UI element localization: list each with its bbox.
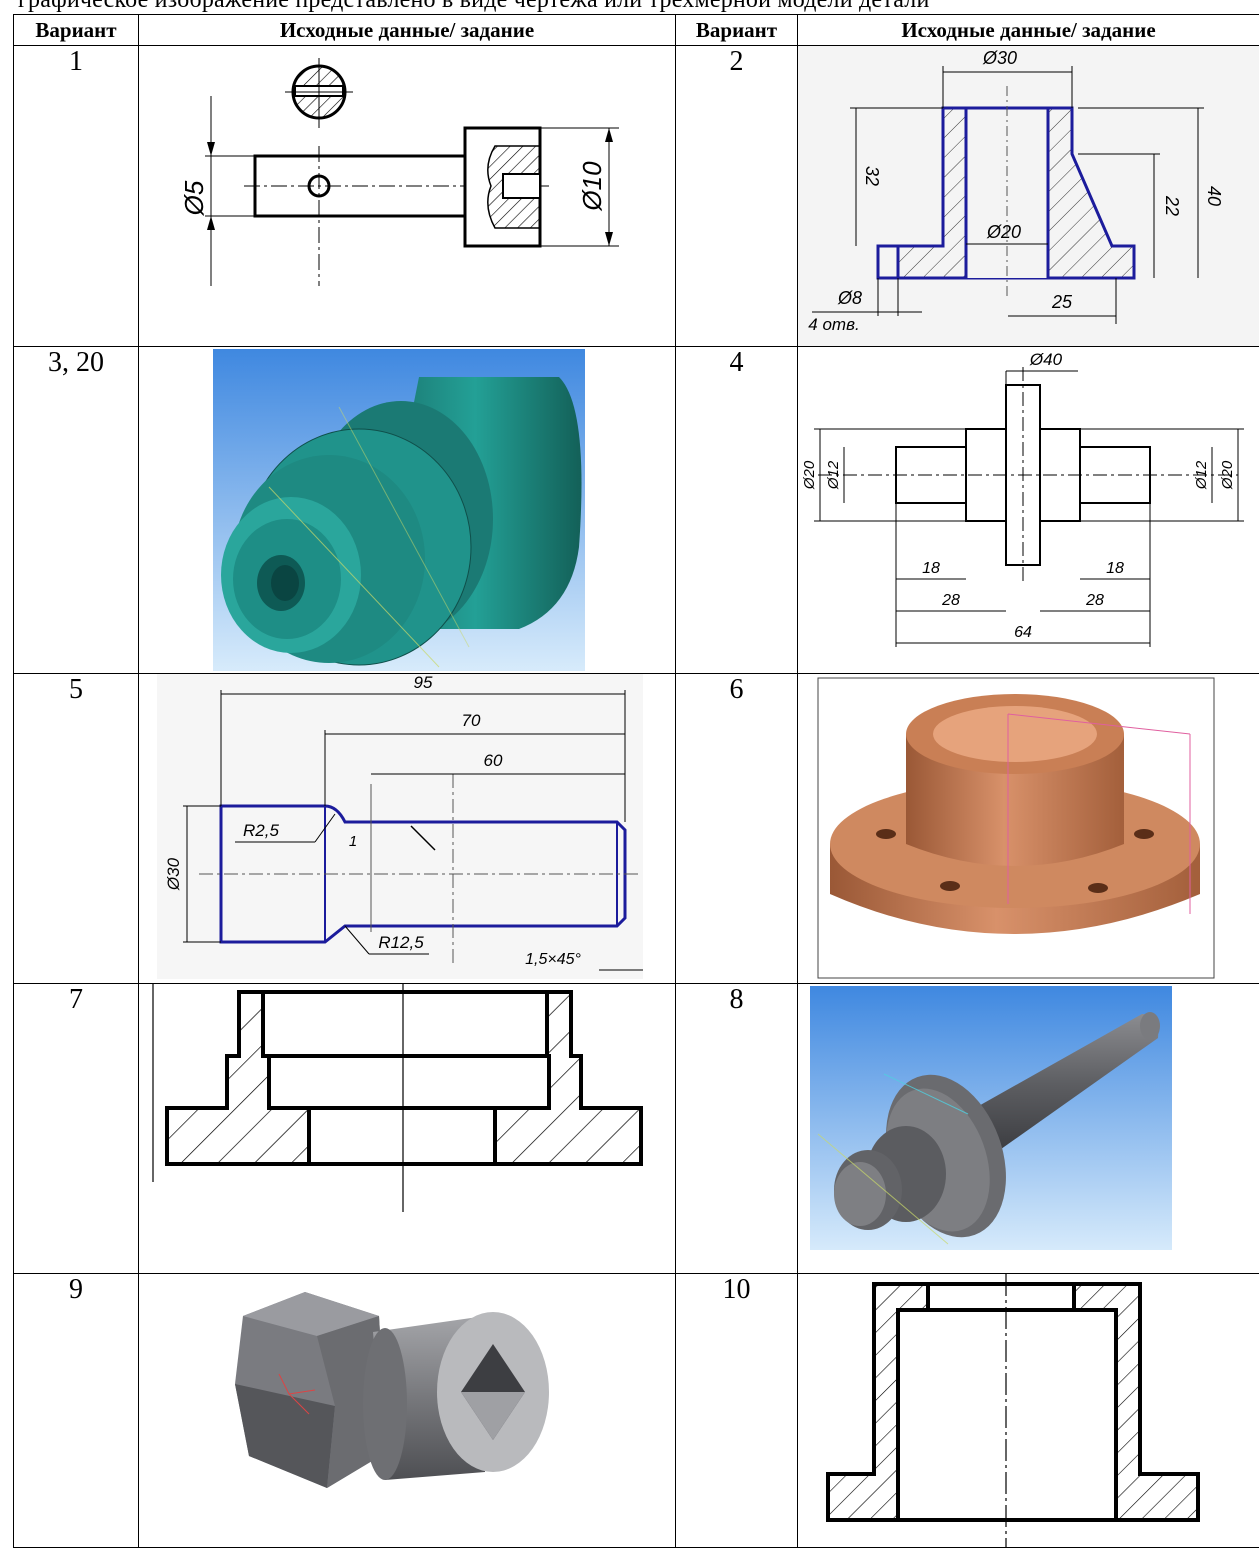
variant-number: 5: [14, 674, 139, 984]
dim-hole: Ø8: [837, 288, 862, 308]
variant-number: 6: [676, 674, 798, 984]
drawing-variant-10: [798, 1274, 1259, 1548]
table-row: 7 8: [14, 984, 1259, 1274]
copper-flange-model: [798, 674, 1259, 983]
shaft-drawing: Ø5 Ø10: [139, 46, 676, 346]
drawing-variant-2: Ø30 Ø20 32 22 40 2: [798, 46, 1259, 347]
dim-mid: 70: [462, 711, 481, 730]
model-variant-8: [798, 984, 1259, 1274]
dim-l1: Ø20: [801, 460, 818, 490]
dim-short: 60: [484, 751, 503, 770]
dim-b: 18: [1106, 560, 1124, 577]
variant-number: 9: [14, 1274, 139, 1548]
header-task-left: Исходные данные/ задание: [139, 15, 676, 46]
dim-c: 28: [941, 592, 960, 609]
drawing-variant-5: 95 70 60 Ø30 R2,5 1: [139, 674, 676, 984]
dim-d: Ø30: [164, 857, 183, 891]
dim-r2: Ø20: [1219, 460, 1236, 490]
dim-d10: Ø10: [577, 161, 607, 212]
teal-part-model: [139, 347, 676, 673]
variant-number: 10: [676, 1274, 798, 1548]
cutoff-text: графическое изображение представлено в в…: [18, 0, 930, 14]
table-row: 3, 20: [14, 347, 1259, 674]
dim-w: 25: [1051, 292, 1073, 312]
drawing-variant-4: Ø40 Ø20 Ø12 Ø12 Ø20: [798, 347, 1259, 674]
dim-top: Ø40: [1029, 350, 1063, 369]
drawing-variant-1: Ø5 Ø10: [139, 46, 676, 347]
model-variant-9: [139, 1274, 676, 1548]
cup-section-drawing: [798, 1274, 1259, 1547]
dim-r1: Ø12: [1193, 460, 1210, 490]
dim-h3: 40: [1204, 186, 1224, 206]
dim-total: 95: [414, 674, 433, 692]
dim-holes-count: 4 отв.: [808, 315, 859, 334]
table-row: 1: [14, 46, 1259, 347]
dim-chamfer: 1,5×45°: [525, 951, 581, 968]
table-header-row: Вариант Исходные данные/ задание Вариант…: [14, 15, 1259, 46]
variant-number: 1: [14, 46, 139, 347]
stepped-shaft-drawing: Ø40 Ø20 Ø12 Ø12 Ø20: [798, 347, 1259, 673]
variant-number: 4: [676, 347, 798, 674]
variant-number: 2: [676, 46, 798, 347]
dim-top: Ø30: [982, 48, 1017, 68]
flange-section-drawing: Ø30 Ø20 32 22 40 2: [798, 46, 1259, 346]
bushing-section-drawing: [139, 984, 676, 1273]
dim-total: 64: [1014, 624, 1032, 641]
dim-d5: Ø5: [179, 180, 209, 216]
model-variant-6: [798, 674, 1259, 984]
dim-inner: Ø20: [986, 222, 1021, 242]
mark-1: 1: [349, 833, 357, 850]
header-variant-left: Вариант: [14, 15, 139, 46]
dim-a: 18: [922, 560, 940, 577]
table-row: 9: [14, 1274, 1259, 1548]
variants-table: Вариант Исходные данные/ задание Вариант…: [13, 14, 1259, 1548]
dim-h2: 22: [1162, 195, 1182, 216]
dim-l2: Ø12: [825, 460, 842, 490]
shaft-fillet-drawing: 95 70 60 Ø30 R2,5 1: [139, 674, 676, 983]
dim-d: 28: [1085, 592, 1104, 609]
variant-number: 7: [14, 984, 139, 1274]
table-row: 5 95 70: [14, 674, 1259, 984]
drawing-variant-7: [139, 984, 676, 1274]
dim-r2: R12,5: [378, 933, 424, 952]
header-variant-right: Вариант: [676, 15, 798, 46]
cutoff-text-line: графическое изображение представлено в в…: [0, 0, 1259, 14]
dim-h1: 32: [862, 166, 882, 186]
variant-number: 8: [676, 984, 798, 1274]
hex-part-model: [139, 1274, 676, 1547]
variant-number: 3, 20: [14, 347, 139, 674]
header-task-right: Исходные данные/ задание: [798, 15, 1259, 46]
shaft-with-flange-model: [798, 984, 1259, 1273]
model-variant-3-20: [139, 347, 676, 674]
dim-r1: R2,5: [243, 821, 279, 840]
